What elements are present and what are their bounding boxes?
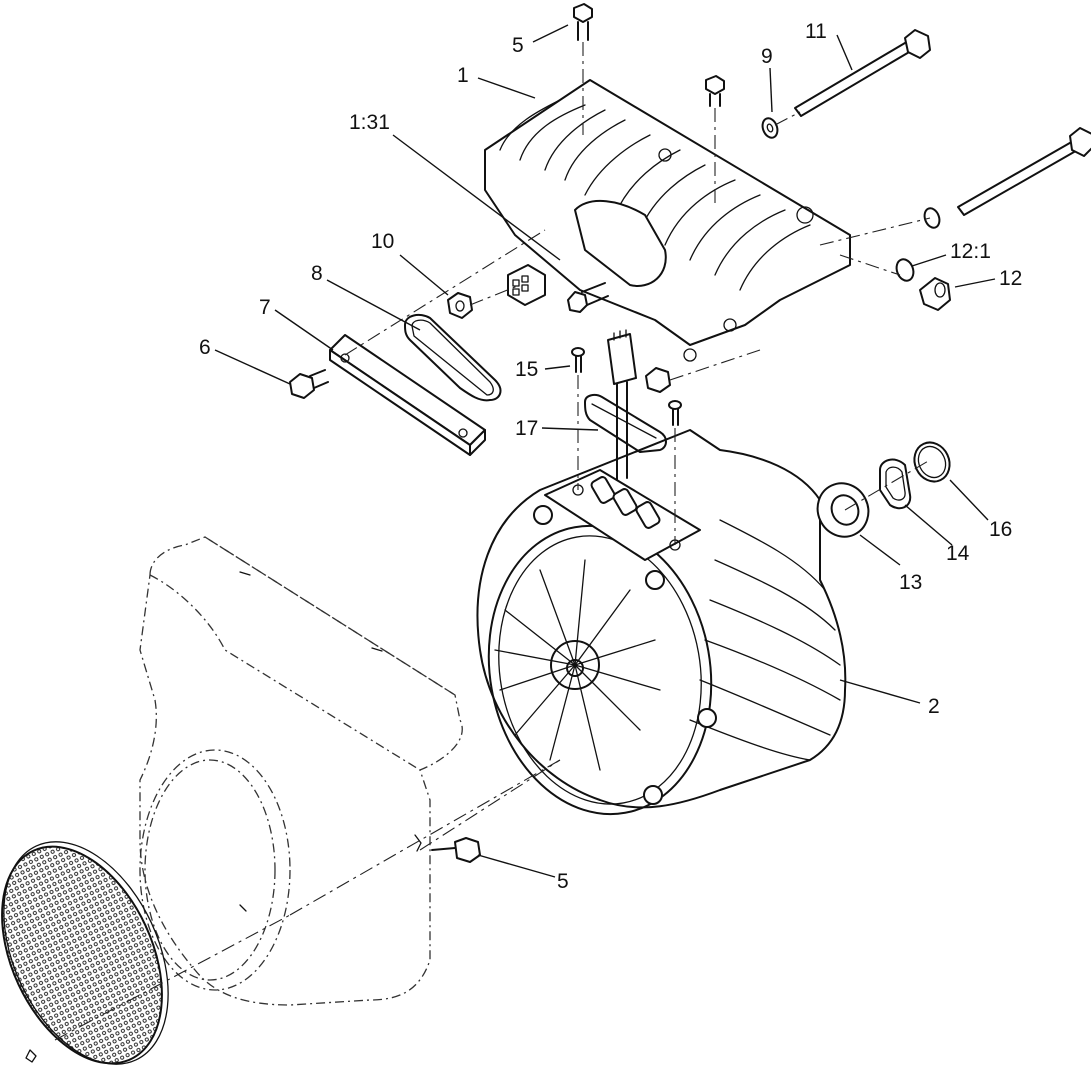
callout-7: 7	[259, 296, 271, 319]
nut-12	[919, 277, 951, 311]
bracket-7	[329, 334, 486, 456]
callout-1: 1	[457, 64, 469, 87]
callout-12-1: 12:1	[950, 240, 991, 263]
screw-1-31	[567, 282, 609, 313]
o-ring-12-1	[895, 258, 915, 282]
callout-9: 9	[761, 45, 773, 68]
washer-9	[761, 117, 779, 139]
callout-15: 15	[515, 358, 538, 381]
callout-1-31: 1:31	[349, 111, 390, 134]
screw-15-right	[668, 400, 682, 545]
seal-13	[816, 482, 870, 538]
assembly-centerlines	[289, 111, 931, 916]
bolt-5-bottom	[431, 837, 481, 863]
wire-harness	[607, 329, 637, 481]
callout-13: 13	[899, 571, 922, 594]
motor-body	[476, 429, 847, 816]
leader-lines	[214, 24, 996, 878]
nut-lower	[645, 367, 671, 393]
bolt-5-top	[573, 3, 593, 135]
wire-connector-upper	[507, 264, 546, 306]
callout-11: 11	[805, 20, 827, 43]
callout-17: 17	[515, 417, 538, 440]
mesh-screen	[1, 841, 291, 1065]
screw-15-left	[571, 347, 585, 490]
callout-10: 10	[371, 230, 394, 253]
callout-5-bottom: 5	[557, 870, 569, 893]
seal-14	[879, 458, 912, 510]
top-housing	[484, 79, 851, 362]
callout-14: 14	[946, 542, 970, 565]
blower-housing-phantom	[139, 536, 463, 1006]
callout-16: 16	[989, 518, 1012, 541]
gasket-17	[584, 393, 667, 453]
nut-10	[447, 292, 473, 319]
callout-labels: 5 11 1 9 1:31 10 12:1 8 12 7 6 15 17 16 …	[199, 20, 1022, 893]
callout-12: 12	[999, 267, 1022, 290]
screw-6	[289, 369, 329, 399]
bolt-top-right	[705, 75, 725, 205]
callout-6: 6	[199, 336, 211, 359]
callout-5-top: 5	[512, 34, 524, 57]
long-bolt-11-upper	[794, 29, 931, 117]
gasket-8	[404, 313, 502, 402]
callout-8: 8	[311, 262, 323, 285]
seal-16	[913, 441, 951, 483]
callout-2: 2	[928, 695, 940, 718]
long-bolt-11-lower	[923, 127, 1091, 229]
